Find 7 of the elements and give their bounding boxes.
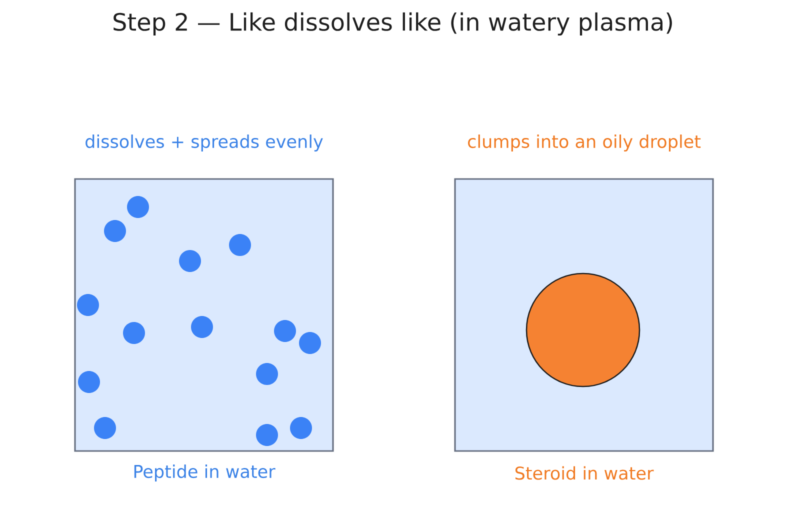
heading: clumps into an oily droplet xyxy=(468,134,701,152)
caption: Steroid in water xyxy=(515,466,654,480)
oil-droplet xyxy=(526,272,640,388)
water-box xyxy=(74,178,334,452)
heading: dissolves + spreads evenly xyxy=(86,134,323,152)
title: Step 2 — Like dissolves like (in watery plasma) xyxy=(114,12,672,36)
caption: Peptide in water xyxy=(134,464,276,482)
